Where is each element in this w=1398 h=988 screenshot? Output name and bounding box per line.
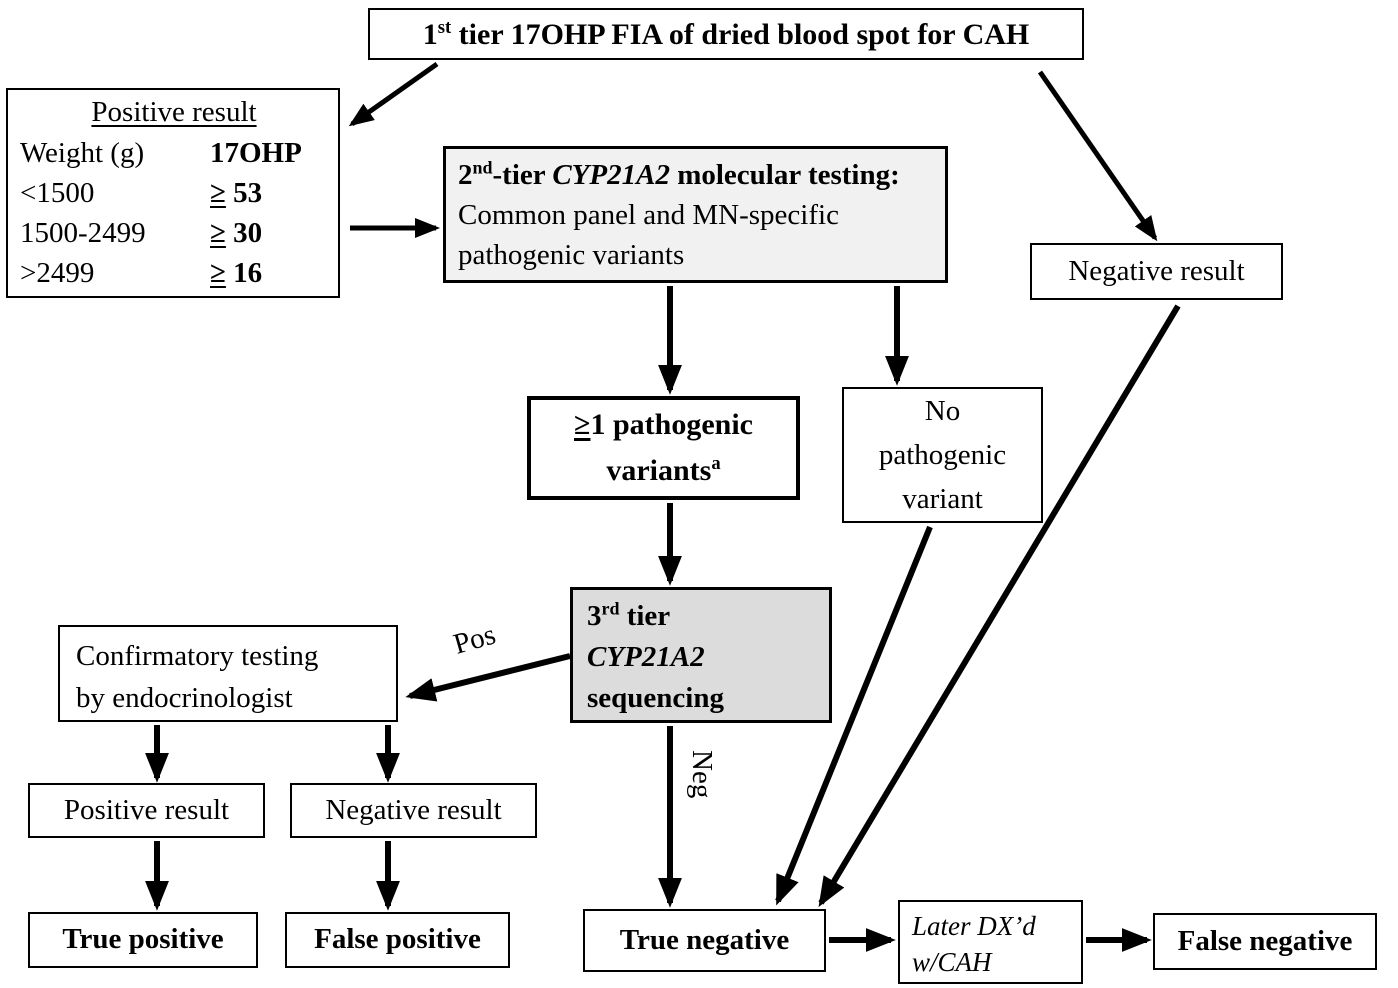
- col-header-17ohp: 17OHP: [210, 136, 302, 169]
- node-negative-result-bottom: Negative result: [290, 783, 537, 838]
- false-positive-label: False positive: [314, 923, 481, 956]
- arrow-tier1-to-negative-result: [1037, 70, 1158, 242]
- node-false-negative: False negative: [1153, 913, 1377, 970]
- true-positive-label: True positive: [62, 923, 224, 956]
- edge-label-neg: Neg: [686, 750, 718, 799]
- node-true-positive: True positive: [28, 912, 258, 968]
- arrow-tier3-pos-to-confirmatory: [405, 653, 571, 702]
- confirmatory-line1: Confirmatory testing: [76, 640, 319, 672]
- positive-table-grid: Weight (g) 17OHP <1500 ≥ 53 1500-2499 ≥ …: [20, 134, 328, 293]
- later-dx-line2: w/CAH: [912, 947, 992, 977]
- node-tier1-screening: 1st tier 17OHP FIA of dried blood spot f…: [368, 8, 1084, 60]
- table-row-value: ≥ 30: [210, 216, 263, 249]
- tier1-text: 1st tier 17OHP FIA of dried blood spot f…: [422, 16, 1030, 51]
- true-negative-label: True negative: [619, 923, 790, 956]
- table-row-weight: <1500: [20, 176, 95, 209]
- confirmatory-line2: by endocrinologist: [76, 682, 293, 714]
- node-positive-result-bottom: Positive result: [28, 783, 265, 838]
- negative-result-bottom-label: Negative result: [325, 793, 502, 826]
- tier2-line3: pathogenic variants: [458, 239, 685, 271]
- node-positive-result-table: Positive result Weight (g) 17OHP <1500 ≥…: [6, 88, 340, 298]
- node-negative-result-top: Negative result: [1030, 243, 1283, 300]
- node-tier3-sequencing: 3rd tier CYP21A2 sequencing: [570, 587, 832, 723]
- positive-result-bottom-label: Positive result: [63, 793, 230, 826]
- tier2-line2: Common panel and MN-specific: [458, 199, 839, 231]
- tier2-heading: 2nd-tier CYP21A2 molecular testing:: [458, 157, 900, 191]
- tier3-line3: sequencing: [587, 682, 724, 714]
- tier3-gene: CYP21A2: [587, 641, 705, 673]
- node-true-negative: True negative: [583, 909, 826, 972]
- table-row-value: ≥ 53: [210, 176, 263, 209]
- table-row-weight: 1500-2499: [20, 216, 146, 249]
- tier3-line1: 3rd tier: [587, 598, 671, 632]
- table-row-weight: >2499: [20, 256, 95, 289]
- col-header-weight: Weight (g): [20, 136, 145, 169]
- node-tier2-molecular-testing: 2nd-tier CYP21A2 molecular testing: Comm…: [443, 146, 948, 283]
- table-row-value: ≥ 16: [210, 256, 263, 289]
- positive-table-title: Positive result: [91, 96, 257, 128]
- node-later-dx-cah: Later DX’d w/CAH: [898, 900, 1083, 984]
- arrow-negative-result-to-true-negative: [818, 304, 1181, 908]
- node-confirmatory-testing: Confirmatory testing by endocrinologist: [58, 625, 398, 722]
- later-dx-line1: Later DX’d: [912, 911, 1036, 941]
- negative-result-top-label: Negative result: [1068, 254, 1245, 287]
- node-false-positive: False positive: [285, 912, 510, 968]
- arrow-tier1-to-positive-table: [348, 61, 439, 127]
- false-negative-label: False negative: [1177, 924, 1353, 957]
- arrow-no-pathogenic-to-true-negative: [775, 525, 933, 906]
